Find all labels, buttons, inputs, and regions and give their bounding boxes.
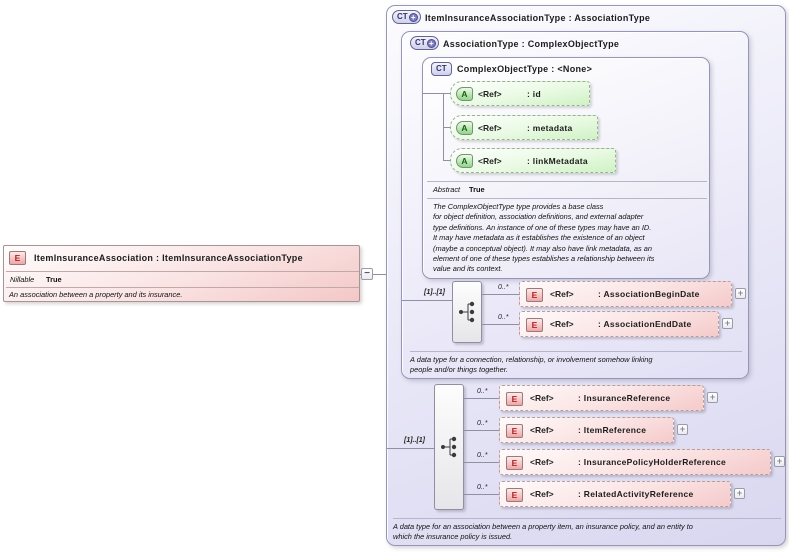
cardinality-label: [1]..[1] <box>424 289 445 296</box>
occurrence-label: 0..* <box>498 284 509 291</box>
complex-type-derived-badge-icon: CT + <box>410 36 439 50</box>
element-badge-icon: E <box>506 424 523 438</box>
divider <box>6 271 359 272</box>
connector-line <box>464 430 499 431</box>
attribute-name: : id <box>527 89 541 99</box>
type-title: ItemInsuranceAssociationType : Associati… <box>425 13 651 23</box>
nillable-value: True <box>46 275 62 284</box>
expand-toggle-icon[interactable]: + <box>774 456 785 467</box>
occurrence-label: 0..* <box>498 314 509 321</box>
element-name: : RelatedActivityReference <box>578 489 694 499</box>
element-name: : AssociationEndDate <box>598 319 692 329</box>
element-ref-insurancepolicyholderreference[interactable]: E <Ref> : InsurancePolicyHolderReference <box>499 449 771 475</box>
element-ref-associationbegindate[interactable]: E <Ref> : AssociationBeginDate <box>519 281 732 307</box>
divider <box>6 287 359 288</box>
element-name: : AssociationBeginDate <box>598 289 700 299</box>
element-ref-label: <Ref> <box>530 425 554 435</box>
element-name: : InsurancePolicyHolderReference <box>578 457 727 467</box>
attribute-ref-label: <Ref> <box>478 123 502 133</box>
occurrence-label: 0..* <box>477 452 488 459</box>
connector-line <box>360 274 387 275</box>
ct-badge-label: CT <box>436 64 447 73</box>
type-documentation: The ComplexObjectType type provides a ba… <box>433 202 655 274</box>
connector-line <box>443 160 450 161</box>
expand-toggle-icon[interactable]: + <box>734 488 745 499</box>
attribute-badge-icon: A <box>456 121 473 135</box>
connector-line <box>402 300 452 301</box>
nillable-label: Nillable <box>10 275 35 284</box>
attribute-ref-metadata[interactable]: A <Ref> : metadata <box>450 115 598 140</box>
type-documentation: A data type for a connection, relationsh… <box>410 355 653 375</box>
connector-line <box>464 398 499 399</box>
base-base-type-title: ComplexObjectType : <None> <box>457 64 593 74</box>
expand-toggle-icon[interactable]: + <box>677 424 688 435</box>
derived-plus-icon: + <box>426 38 436 48</box>
attribute-name: : linkMetadata <box>527 156 588 166</box>
attribute-ref-id[interactable]: A <Ref> : id <box>450 81 590 106</box>
element-title: ItemInsuranceAssociation : ItemInsurance… <box>34 253 303 263</box>
sequence-icon <box>434 384 464 510</box>
element-badge-icon: E <box>526 288 543 302</box>
attribute-badge-icon: A <box>456 87 473 101</box>
element-ref-label: <Ref> <box>530 393 554 403</box>
element-ref-insurancereference[interactable]: E <Ref> : InsuranceReference <box>499 385 704 411</box>
attribute-ref-label: <Ref> <box>478 156 502 166</box>
base-type-title: AssociationType : ComplexObjectType <box>443 39 620 49</box>
connector-line <box>443 127 450 128</box>
sequence-glyph-icon <box>459 301 475 323</box>
divider <box>427 198 707 199</box>
divider <box>393 518 781 519</box>
complex-type-badge-icon: CT <box>431 62 452 76</box>
ct-badge-label: CT <box>397 12 408 21</box>
divider <box>427 181 707 182</box>
attribute-name: : metadata <box>527 123 573 133</box>
divider <box>410 351 742 352</box>
expand-toggle-icon[interactable]: + <box>722 318 733 329</box>
occurrence-label: 0..* <box>477 484 488 491</box>
element-badge-icon: E <box>506 488 523 502</box>
complex-type-derived-badge-icon: CT + <box>392 10 421 24</box>
connector-line <box>464 462 499 463</box>
element-ref-itemreference[interactable]: E <Ref> : ItemReference <box>499 417 674 443</box>
abstract-value: True <box>469 185 485 194</box>
expand-toggle-icon[interactable]: + <box>735 288 746 299</box>
element-name: : InsuranceReference <box>578 393 671 403</box>
element-ref-label: <Ref> <box>550 289 574 299</box>
element-name: : ItemReference <box>578 425 647 435</box>
occurrence-label: 0..* <box>477 420 488 427</box>
element-badge-icon: E <box>506 392 523 406</box>
element-badge-icon: E <box>9 251 26 265</box>
ct-badge-label: CT <box>415 38 426 47</box>
attribute-ref-label: <Ref> <box>478 89 502 99</box>
cardinality-label: [1]..[1] <box>404 437 425 444</box>
element-ref-label: <Ref> <box>550 319 574 329</box>
connector-line <box>464 494 499 495</box>
connector-line <box>481 324 519 325</box>
sequence-glyph-icon <box>441 436 457 458</box>
attribute-ref-linkmetadata[interactable]: A <Ref> : linkMetadata <box>450 148 616 173</box>
connector-line <box>387 448 434 449</box>
element-ref-associationenddate[interactable]: E <Ref> : AssociationEndDate <box>519 311 719 337</box>
connector-line <box>481 294 519 295</box>
element-ref-label: <Ref> <box>530 457 554 467</box>
type-box-complexobjecttype: CT ComplexObjectType : <None> A <Ref> : … <box>422 57 710 279</box>
element-ref-label: <Ref> <box>530 489 554 499</box>
global-element-box[interactable]: E ItemInsuranceAssociation : ItemInsuran… <box>3 245 360 302</box>
attribute-badge-icon: A <box>456 154 473 168</box>
collapse-toggle-icon[interactable]: − <box>361 268 373 280</box>
element-ref-relatedactivityreference[interactable]: E <Ref> : RelatedActivityReference <box>499 481 731 507</box>
connector-line <box>423 93 450 94</box>
element-documentation: An association between a property and it… <box>9 290 183 299</box>
abstract-label: Abstract <box>433 185 461 194</box>
type-documentation: A data type for an association between a… <box>393 522 693 542</box>
derived-plus-icon: + <box>408 12 418 22</box>
occurrence-label: 0..* <box>477 388 488 395</box>
sequence-icon <box>452 281 482 343</box>
type-box-iteminsuranceassociationtype: CT + ItemInsuranceAssociationType : Asso… <box>386 5 786 546</box>
element-badge-icon: E <box>526 318 543 332</box>
expand-toggle-icon[interactable]: + <box>707 392 718 403</box>
element-badge-icon: E <box>506 456 523 470</box>
type-box-associationtype: CT + AssociationType : ComplexObjectType… <box>401 31 749 379</box>
